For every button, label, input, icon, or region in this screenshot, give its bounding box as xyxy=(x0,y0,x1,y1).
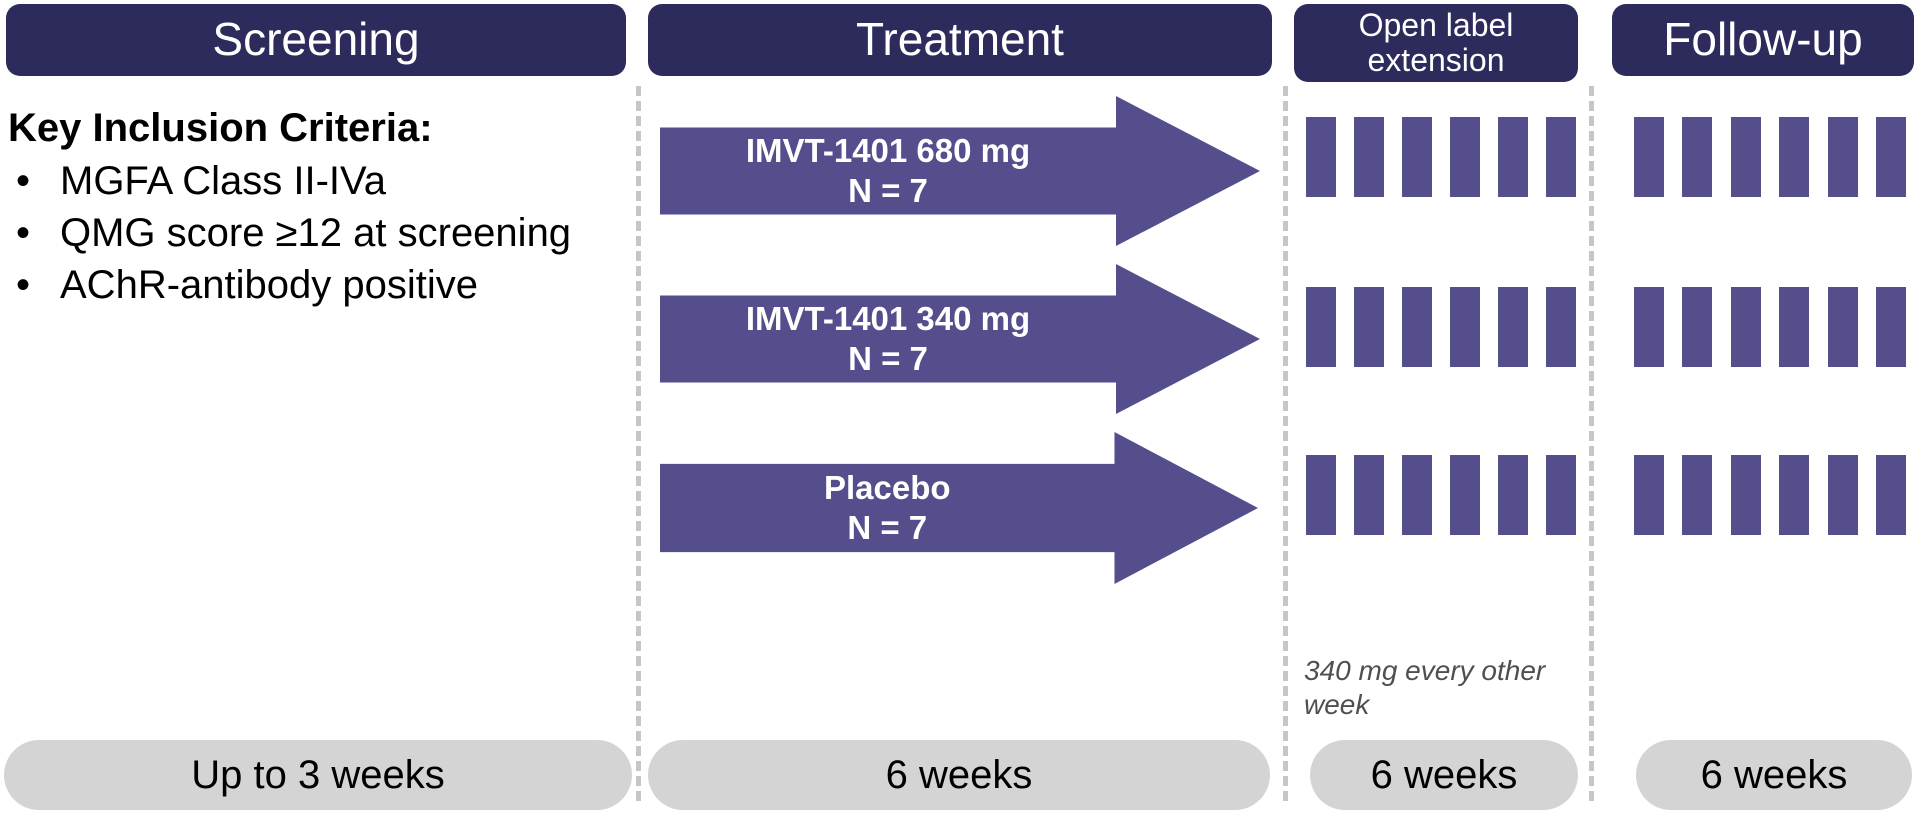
phase-header-screening-label: Screening xyxy=(212,13,420,66)
phase-header-followup-label: Follow-up xyxy=(1663,13,1863,66)
dose-bar xyxy=(1306,455,1336,535)
dose-bar xyxy=(1354,117,1384,197)
dose-bar-group-ole-row1 xyxy=(1306,117,1576,197)
treatment-arm-arrow-340mg: IMVT-1401 340 mg N = 7 xyxy=(660,264,1260,414)
phase-header-followup: Follow-up xyxy=(1612,4,1914,76)
inclusion-criteria-block: Key Inclusion Criteria: • MGFA Class II-… xyxy=(8,104,616,313)
duration-pill-open-label-extension: 6 weeks xyxy=(1310,740,1578,810)
inclusion-criteria-item-text: MGFA Class II-IVa xyxy=(60,158,386,203)
duration-pill-screening-label: Up to 3 weeks xyxy=(191,752,445,797)
inclusion-criteria-item-text: QMG score ≥12 at screening xyxy=(60,210,572,255)
treatment-arm-arrow-680mg: IMVT-1401 680 mg N = 7 xyxy=(660,96,1260,246)
dose-bar xyxy=(1875,287,1906,367)
dose-bar xyxy=(1730,455,1761,535)
duration-pill-treatment: 6 weeks xyxy=(648,740,1270,810)
treatment-arm-340mg-enrollment: N = 7 xyxy=(848,340,928,377)
dose-bar xyxy=(1402,287,1432,367)
dose-bar xyxy=(1546,455,1576,535)
dose-bar xyxy=(1682,117,1713,197)
dose-bar xyxy=(1682,455,1713,535)
dose-bar xyxy=(1827,287,1858,367)
treatment-arm-placebo-enrollment: N = 7 xyxy=(847,509,928,546)
inclusion-criteria-list: • MGFA Class II-IVa • QMG score ≥12 at s… xyxy=(8,156,616,311)
phase-divider-screening-treatment xyxy=(636,86,641,801)
duration-pill-open-label-extension-label: 6 weeks xyxy=(1370,752,1518,797)
dose-bar xyxy=(1827,455,1858,535)
dose-bar xyxy=(1402,117,1432,197)
dose-bar xyxy=(1498,117,1528,197)
dose-bar xyxy=(1730,117,1761,197)
dose-bar xyxy=(1450,455,1480,535)
dose-bar xyxy=(1402,455,1432,535)
treatment-arm-arrow-placebo: Placebo N = 7 xyxy=(660,432,1258,584)
duration-pill-followup-label: 6 weeks xyxy=(1700,752,1848,797)
dose-bar xyxy=(1827,117,1858,197)
phase-header-open-label-extension: Open label extension xyxy=(1294,4,1578,82)
dose-bar-group-ole-row2 xyxy=(1306,287,1576,367)
treatment-arm-680mg-text: IMVT-1401 680 mg N = 7 xyxy=(672,131,1104,212)
inclusion-criteria-item: • AChR-antibody positive xyxy=(8,260,616,310)
dose-bar xyxy=(1730,287,1761,367)
phase-header-screening: Screening xyxy=(6,4,626,76)
treatment-arm-680mg-drug: IMVT-1401 680 mg xyxy=(745,131,1031,169)
inclusion-criteria-item-text: AChR-antibody positive xyxy=(60,263,478,308)
treatment-arm-placebo-drug: Placebo xyxy=(823,468,951,506)
dose-bar xyxy=(1682,287,1713,367)
duration-pill-treatment-label: 6 weeks xyxy=(885,752,1033,797)
dose-bar xyxy=(1498,287,1528,367)
dose-bar xyxy=(1875,117,1906,197)
dose-bar xyxy=(1779,455,1810,535)
treatment-arm-680mg-enrollment: N = 7 xyxy=(848,172,928,209)
phase-header-treatment-label: Treatment xyxy=(856,13,1064,66)
inclusion-criteria-item: • MGFA Class II-IVa xyxy=(8,156,616,206)
dose-bar xyxy=(1546,287,1576,367)
dose-bar xyxy=(1634,455,1664,535)
dose-bar-group-followup-row1 xyxy=(1634,117,1906,197)
bullet-icon: • xyxy=(16,158,31,203)
dose-bar xyxy=(1634,287,1664,367)
dose-bar xyxy=(1779,287,1810,367)
dose-bar xyxy=(1354,455,1384,535)
bullet-icon: • xyxy=(16,263,31,308)
phase-header-open-label-extension-label: Open label extension xyxy=(1358,7,1514,78)
dose-bar xyxy=(1634,117,1664,197)
phase-divider-treatment-ole xyxy=(1283,86,1288,801)
ole-dosing-note: 340 mg every other week xyxy=(1304,655,1546,720)
dose-bar xyxy=(1450,287,1480,367)
dose-bar xyxy=(1875,455,1906,535)
dose-bar xyxy=(1779,117,1810,197)
dose-bar-group-ole-row3 xyxy=(1306,455,1576,535)
dose-bar-group-followup-row2 xyxy=(1634,287,1906,367)
dose-bar xyxy=(1450,117,1480,197)
dose-bar xyxy=(1498,455,1528,535)
dose-bar xyxy=(1354,287,1384,367)
treatment-arm-340mg-drug: IMVT-1401 340 mg xyxy=(745,299,1031,337)
bullet-icon: • xyxy=(16,210,31,255)
phase-divider-ole-followup xyxy=(1589,86,1594,801)
dose-bar-group-followup-row3 xyxy=(1634,455,1906,535)
phase-header-treatment: Treatment xyxy=(648,4,1272,76)
dose-bar xyxy=(1306,287,1336,367)
treatment-arm-340mg-text: IMVT-1401 340 mg N = 7 xyxy=(672,299,1104,380)
duration-pill-screening: Up to 3 weeks xyxy=(4,740,632,810)
duration-pill-followup: 6 weeks xyxy=(1636,740,1912,810)
dose-bar xyxy=(1306,117,1336,197)
treatment-arm-placebo-text: Placebo N = 7 xyxy=(672,468,1103,549)
inclusion-criteria-item: • QMG score ≥12 at screening xyxy=(8,208,616,258)
dose-bar xyxy=(1546,117,1576,197)
inclusion-criteria-title: Key Inclusion Criteria: xyxy=(8,106,433,150)
